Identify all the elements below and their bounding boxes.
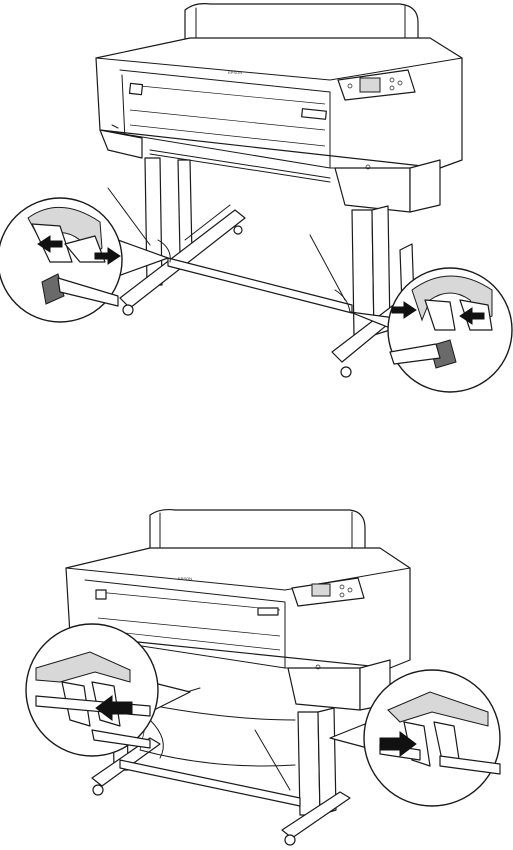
brand-label: EPSON	[228, 70, 242, 75]
figure-top: EPSON	[0, 0, 513, 420]
figure-bottom: EPSON	[0, 420, 513, 850]
zoom-callout-left	[0, 198, 168, 322]
brand-label-bottom: EPSON	[178, 576, 192, 581]
